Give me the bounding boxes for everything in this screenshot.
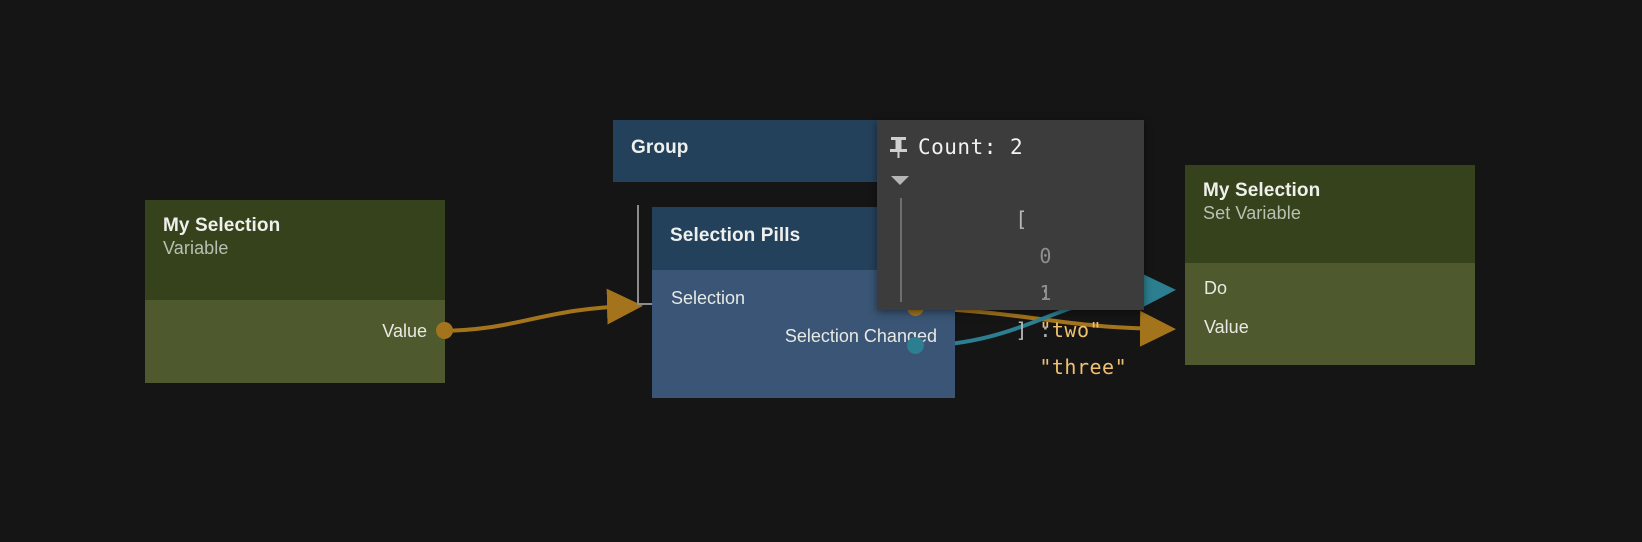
- tooltip-open-bracket-line: [: [915, 164, 1130, 231]
- node-body: Do Value: [1185, 263, 1475, 365]
- output-port-dot-value[interactable]: [436, 322, 453, 339]
- node-title: Group: [631, 137, 689, 158]
- tree-guide-line: [900, 198, 902, 302]
- output-port-selection-changed[interactable]: Selection Changed: [785, 323, 937, 349]
- node-body: Selection Selection Changed: [652, 270, 955, 398]
- node-title: My Selection: [163, 215, 281, 236]
- wire-value-to-selection: [435, 288, 643, 333]
- input-port-selection[interactable]: Selection: [671, 285, 745, 311]
- node-header[interactable]: My Selection Set Variable: [1185, 165, 1475, 263]
- entry-index: 1: [1039, 281, 1052, 305]
- node-header[interactable]: My Selection Variable: [145, 200, 445, 300]
- open-bracket: [: [1015, 207, 1028, 231]
- output-port-value[interactable]: Value: [382, 318, 427, 344]
- node-selection-pills[interactable]: Selection Pills Selection Selection Chan…: [652, 207, 955, 398]
- node-body: Value: [145, 300, 445, 383]
- pin-icon[interactable]: [889, 136, 908, 158]
- input-port-do[interactable]: Do: [1204, 275, 1227, 301]
- node-title: My Selection: [1203, 180, 1321, 201]
- entry-index: 0: [1039, 244, 1052, 268]
- input-port-label: Value: [1204, 317, 1249, 337]
- tooltip-count-label: Count: 2: [918, 134, 1024, 159]
- node-subtitle: Variable: [163, 238, 229, 258]
- group-indent-bracket: [637, 205, 657, 305]
- node-header[interactable]: Group: [613, 120, 903, 182]
- tooltip-header: Count: 2: [889, 130, 1130, 164]
- chevron-down-icon[interactable]: [891, 176, 909, 185]
- node-group[interactable]: Group: [613, 120, 903, 182]
- input-port-label: Do: [1204, 278, 1228, 298]
- close-bracket: ]: [1015, 318, 1028, 342]
- input-port-label: Selection: [671, 288, 746, 308]
- input-port-value[interactable]: Value: [1204, 314, 1249, 340]
- output-port-label: Selection Changed: [784, 326, 937, 346]
- node-title: Selection Pills: [670, 225, 801, 246]
- output-port-label: Value: [382, 321, 427, 341]
- node-my-selection-set-variable[interactable]: My Selection Set Variable Do Value: [1185, 165, 1475, 365]
- entry-value: "three": [1039, 355, 1128, 379]
- value-watch-tooltip[interactable]: Count: 2 [ 0 : "two" 1 : "three" ]: [877, 120, 1144, 379]
- node-my-selection-variable[interactable]: My Selection Variable Value: [145, 200, 453, 383]
- tooltip-value-tree: [ 0 : "two" 1 : "three" ]: [889, 164, 1130, 379]
- entry-separator: :: [1039, 318, 1052, 342]
- node-subtitle: Set Variable: [1203, 203, 1301, 223]
